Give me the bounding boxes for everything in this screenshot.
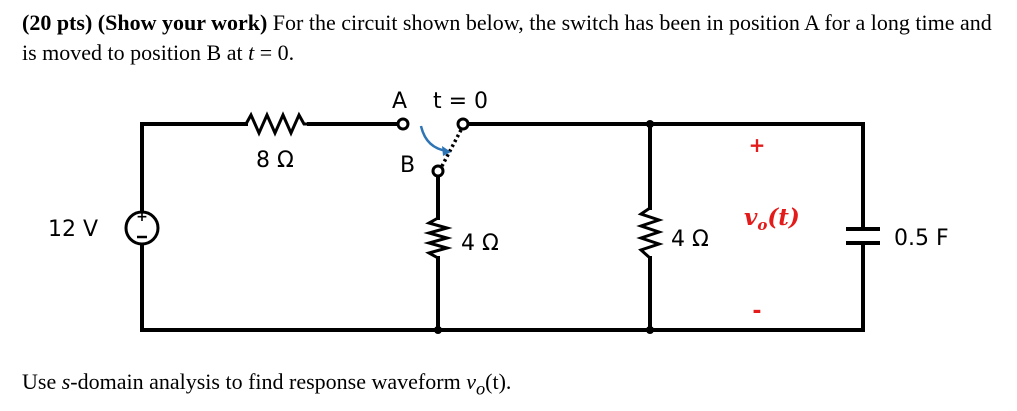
instruction-part2: -domain analysis to find response wavefo… bbox=[70, 369, 467, 394]
junction-dot bbox=[646, 120, 654, 128]
switch-terminal-a bbox=[396, 117, 410, 131]
resistor-mid-symbol bbox=[423, 216, 453, 260]
switch-position-b: B bbox=[400, 153, 415, 178]
output-voltage-label: vo(t) bbox=[744, 204, 800, 234]
instruction-vo-arg: (t). bbox=[485, 369, 512, 394]
show-work-label: (Show your work) bbox=[97, 10, 268, 35]
switch-common-terminal bbox=[456, 117, 470, 131]
capacitor-label: 0.5 F bbox=[894, 226, 949, 251]
resistor-mid-label: 4 Ω bbox=[461, 231, 499, 256]
switch-blade-dotted bbox=[440, 129, 463, 167]
instruction-part1: Use bbox=[22, 369, 62, 394]
source-plus-sign: + bbox=[136, 209, 148, 225]
question-time-var: t bbox=[248, 40, 255, 65]
switch-arrowhead bbox=[442, 146, 451, 156]
resistor-series-label: 8 Ω bbox=[256, 148, 294, 173]
question-text-2: = 0. bbox=[254, 40, 295, 65]
question-text-1: For the circuit shown below, the switch … bbox=[22, 10, 992, 65]
instruction-vo-sub: o bbox=[475, 378, 486, 399]
junction-dot bbox=[646, 326, 654, 334]
resistor-series-symbol bbox=[244, 111, 309, 137]
voltage-source-symbol bbox=[124, 210, 160, 246]
source-label: 12 V bbox=[48, 217, 98, 242]
output-plus-sign: + bbox=[749, 133, 766, 157]
resistor-right-symbol bbox=[636, 206, 664, 260]
output-minus-sign: - bbox=[752, 299, 761, 324]
switch-position-a: A bbox=[392, 89, 407, 114]
switch-time-label: t = 0 bbox=[433, 89, 488, 114]
instruction-text: Use s-domain analysis to find response w… bbox=[22, 367, 511, 403]
instruction-vo-var: v bbox=[466, 369, 476, 394]
switch-terminal-b bbox=[431, 164, 445, 178]
instruction-s-var: s bbox=[61, 369, 71, 394]
problem-statement: (20 pts) (Show your work) For the circui… bbox=[22, 8, 1002, 68]
junction-dot bbox=[434, 326, 442, 334]
points-label: (20 pts) bbox=[22, 10, 93, 35]
resistor-right-label: 4 Ω bbox=[671, 227, 709, 252]
